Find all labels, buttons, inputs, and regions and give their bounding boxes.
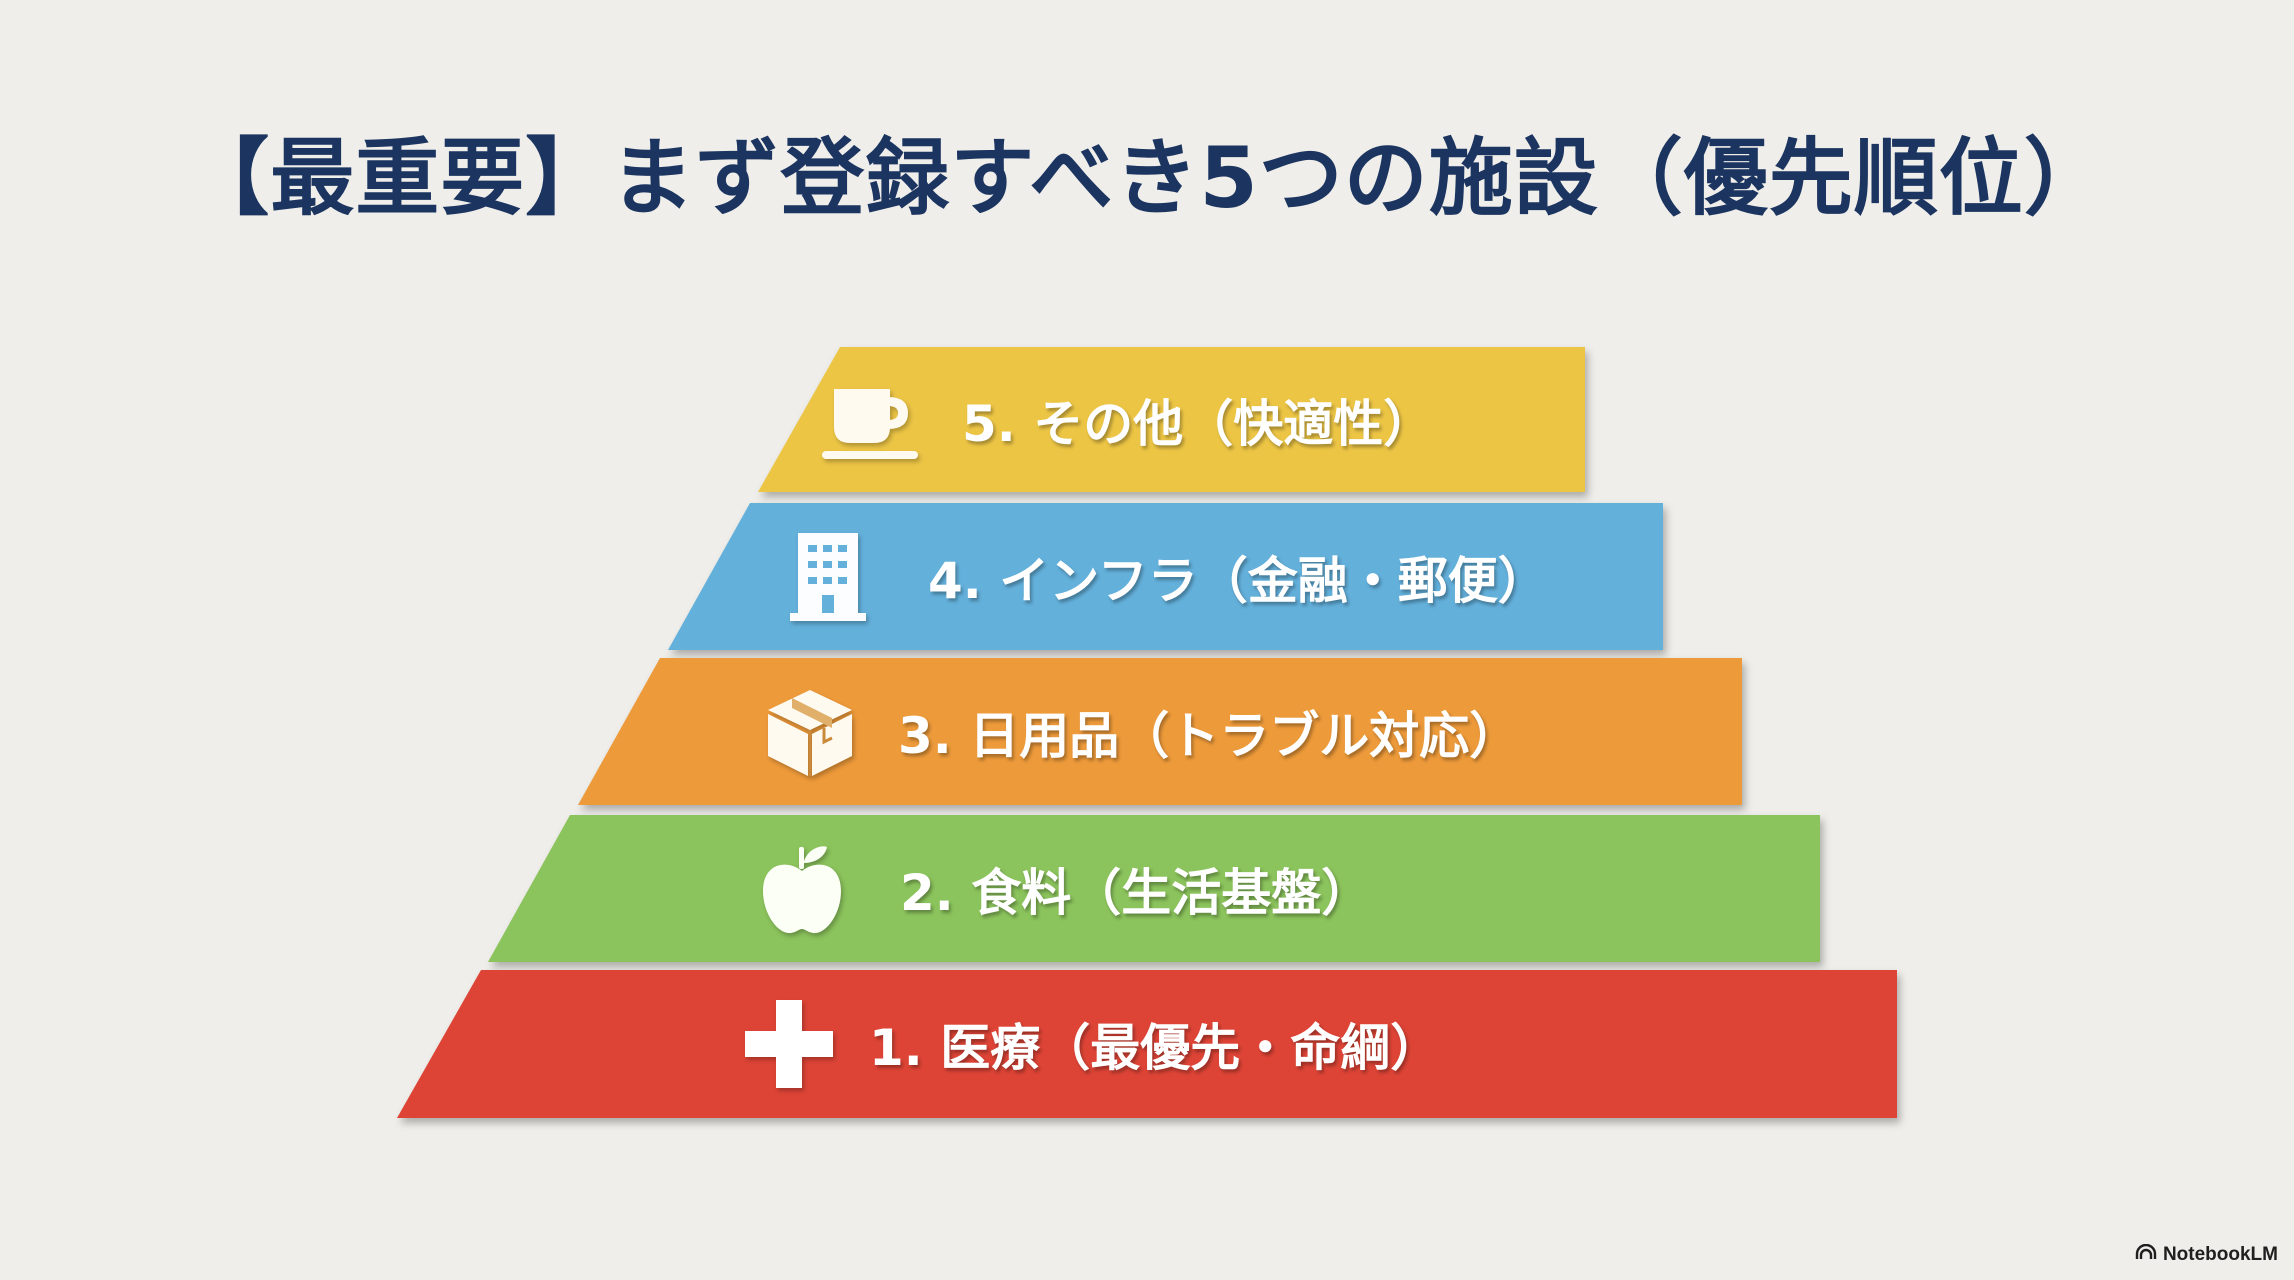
notebooklm-branding: NotebookLM [2135, 1243, 2278, 1266]
coffee-cup-icon [820, 370, 920, 470]
pyramid-level-5: 5. その他（快適性） [758, 347, 1585, 492]
level-3-label: 3. 日用品（トラブル対応） [898, 706, 1520, 765]
pyramid-level-1: 1. 医療（最優先・命綱） [397, 970, 1897, 1118]
notebooklm-logo-icon [2135, 1243, 2157, 1266]
brand-name: NotebookLM [2162, 1244, 2278, 1265]
band-shape [758, 347, 1585, 492]
level-4-label: 4. インフラ（金融・郵便） [928, 551, 1548, 610]
pyramid-level-2: 2. 食料（生活基盤） [488, 815, 1820, 962]
level-5-label: 5. その他（快適性） [962, 394, 1434, 453]
level-1-label: 1. 医療（最優先・命綱） [869, 1019, 1441, 1077]
office-building-icon [778, 527, 878, 627]
slide-title: 【最重要】まず登録すべき5つの施設（優先順位） [185, 129, 2109, 227]
band-shape [668, 503, 1663, 650]
cardboard-box-icon [760, 682, 860, 782]
level-2-label: 2. 食料（生活基盤） [900, 863, 1372, 922]
band-shape [397, 970, 1897, 1118]
pyramid-level-3: 3. 日用品（トラブル対応） [578, 658, 1742, 805]
medical-cross-icon [739, 994, 839, 1094]
pyramid-level-4: 4. インフラ（金融・郵便） [668, 503, 1663, 650]
band-shape [578, 658, 1742, 805]
apple-icon [752, 839, 852, 939]
